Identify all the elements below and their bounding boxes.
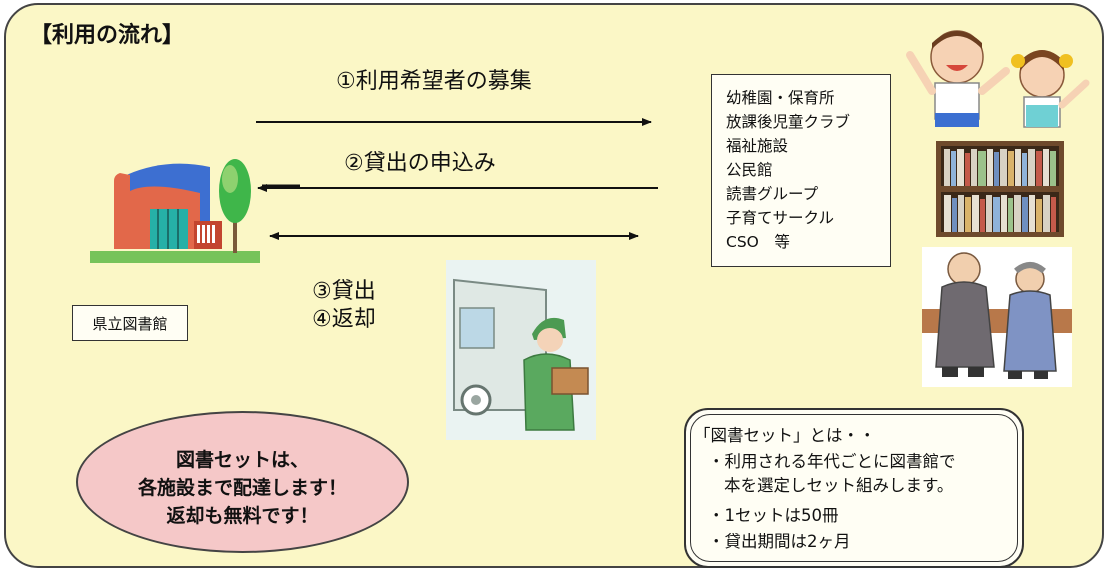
- bookset-point-3: ・貸出期間は2ヶ月: [708, 532, 851, 551]
- delivery-notice-ellipse: 図書セットは、 各施設まで配達します！ 返却も無料です！: [76, 411, 409, 553]
- delivery-line-2: 各施設まで配達します！: [137, 477, 347, 499]
- facility-item: 放課後児童クラブ: [726, 113, 851, 131]
- bookshelf-icon: [936, 141, 1064, 237]
- step-return-label: ④返却: [312, 307, 376, 332]
- step-apply-label: ②貸出の申込み: [344, 151, 496, 176]
- elderly-couple-icon: [922, 247, 1072, 387]
- bookset-point-1-cont: 本を選定しセット組みします。: [724, 476, 954, 495]
- children-icon: [906, 30, 1090, 128]
- facility-item: 幼稚園・保育所: [726, 89, 835, 107]
- delivery-person-truck-icon: [446, 260, 596, 440]
- facility-item: 福祉施設: [726, 137, 789, 155]
- library-building-icon: [90, 159, 260, 263]
- facility-item: 公民館: [726, 161, 773, 179]
- bookset-point-2: ・1セットは50冊: [708, 506, 839, 525]
- facility-item: 子育てサークル: [726, 209, 835, 227]
- delivery-line-1: 図書セットは、: [175, 449, 309, 471]
- facility-item: CSO 等: [726, 233, 790, 251]
- step-recruit-label: ①利用希望者の募集: [336, 69, 532, 94]
- bookset-inner-frame: [690, 414, 1018, 562]
- step-lend-label: ③貸出: [312, 279, 376, 304]
- facility-list-box: 幼稚園・保育所 放課後児童クラブ 福祉施設 公民館 読書グループ 子育てサークル…: [711, 74, 891, 267]
- diagram-title: 【利用の流れ】: [30, 23, 185, 48]
- facility-item: 読書グループ: [726, 185, 819, 203]
- arrows: [256, 118, 658, 240]
- bookset-explanation-box: 「図書セット」とは・・ ・利用される年代ごとに図書館で 本を選定しセット組みしま…: [684, 408, 1024, 568]
- library-label: 県立図書館: [72, 305, 188, 341]
- flow-diagram: 【利用の流れ】 ①利用希望者の募集 ②貸出の申込み ③貸出 ④返却: [4, 3, 1104, 568]
- bookset-heading: 「図書セット」とは・・: [694, 426, 876, 445]
- bookset-point-1: ・利用される年代ごとに図書館で: [708, 452, 956, 471]
- delivery-line-3: 返却も無料です！: [166, 505, 319, 527]
